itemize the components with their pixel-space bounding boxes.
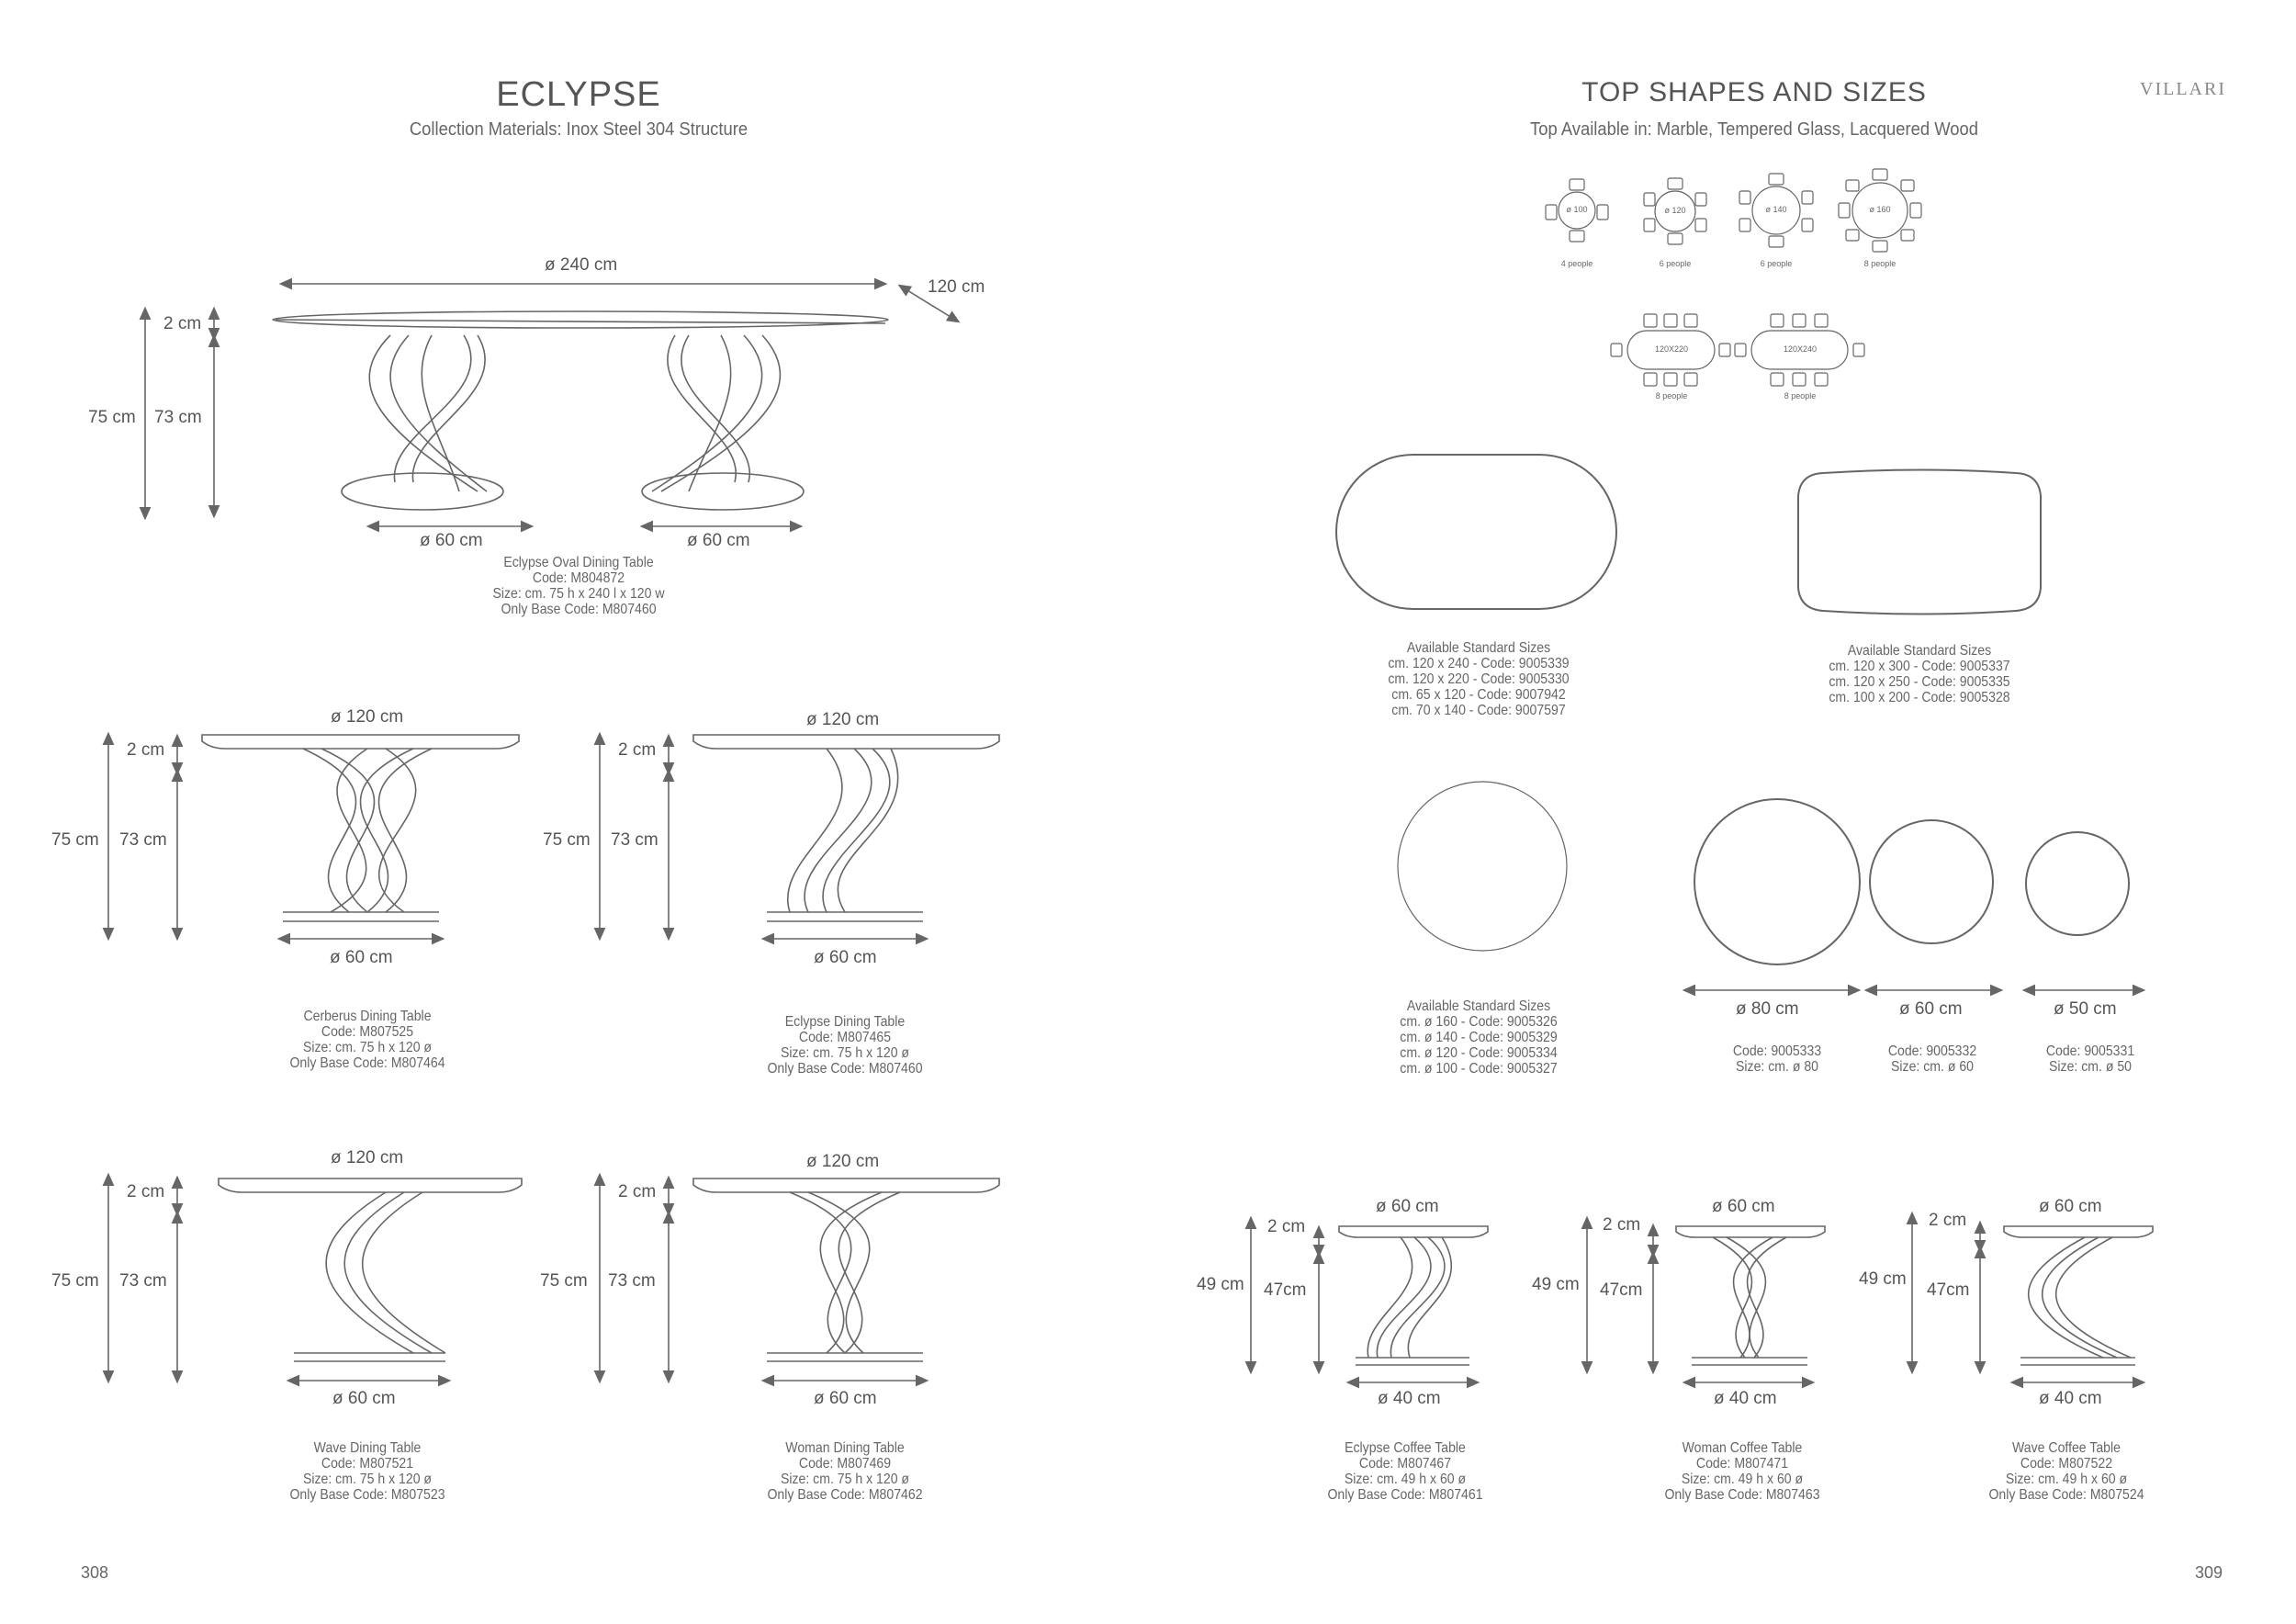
oval-table-drawing <box>272 310 889 511</box>
seat-people: 6 people <box>1760 259 1793 268</box>
dim-cerberus-75: 75 cm <box>51 830 99 850</box>
dim-wave-73: 73 cm <box>119 1271 167 1291</box>
seat-people: 8 people <box>1863 259 1896 268</box>
seat-label: ø 140 <box>1765 205 1787 214</box>
seat-people: 8 people <box>1784 391 1817 400</box>
dim-wave-coffee-40: ø 40 cm <box>2039 1389 2102 1408</box>
dim-width-120: 120 cm <box>928 277 985 297</box>
round-80-shape <box>1694 798 1861 965</box>
dim-eclypse-coffee-49: 49 cm <box>1197 1275 1244 1294</box>
dim-round-50: ø 50 cm <box>2054 999 2117 1019</box>
page-subtitle: Collection Materials: Inox Steel 304 Str… <box>409 119 748 140</box>
dim-cerberus-2: 2 cm <box>127 740 165 760</box>
dim-eclypse-120: ø 120 cm <box>806 710 880 729</box>
brand-logo: VILLARI <box>2140 79 2226 99</box>
seating-round-diagrams <box>1545 168 1922 253</box>
dim-round-60: ø 60 cm <box>1899 999 1963 1019</box>
round-50-shape <box>2025 831 2130 936</box>
dim-top-2: 2 cm <box>163 314 202 333</box>
page-title: ECLYPSE <box>496 75 661 114</box>
seat-label: ø 160 <box>1869 205 1891 214</box>
wave-table-drawing <box>218 1178 523 1362</box>
seat-label: 120X220 <box>1654 344 1689 354</box>
dim-cerberus-60: ø 60 cm <box>330 948 393 967</box>
dim-wave-120: ø 120 cm <box>331 1148 404 1167</box>
dim-wave-coffee-2: 2 cm <box>1929 1211 1967 1230</box>
seating-oval-diagrams <box>1610 313 1865 387</box>
dim-woman-60: ø 60 cm <box>814 1389 877 1408</box>
dim-round-80: ø 80 cm <box>1736 999 1799 1019</box>
dim-woman-73: 73 cm <box>608 1271 656 1291</box>
dim-eclypse-2: 2 cm <box>618 740 657 760</box>
seat-people: 4 people <box>1560 259 1593 268</box>
dim-cerberus-73: 73 cm <box>119 830 167 850</box>
round-60-shape <box>1869 819 1994 944</box>
dim-woman-coffee-40: ø 40 cm <box>1714 1389 1777 1408</box>
woman-table-drawing <box>692 1178 1000 1362</box>
dim-wave-coffee-60: ø 60 cm <box>2039 1197 2102 1216</box>
cerberus-table-drawing <box>201 734 520 922</box>
dim-woman-coffee-49: 49 cm <box>1532 1275 1580 1294</box>
dim-eclypse-73: 73 cm <box>611 830 658 850</box>
dim-base-60-right: ø 60 cm <box>687 531 750 550</box>
dim-height-73: 73 cm <box>154 408 202 427</box>
dim-eclypse-coffee-47: 47cm <box>1264 1280 1307 1300</box>
woman-coffee-drawing <box>1675 1225 1826 1366</box>
right-page-title: TOP SHAPES AND SIZES <box>1581 77 1927 107</box>
eclypse-coffee-drawing <box>1338 1225 1489 1366</box>
round-top-shape <box>1397 781 1568 952</box>
seat-label: 120X240 <box>1783 344 1818 354</box>
rect-top-shape <box>1797 468 2042 615</box>
dim-eclypse-coffee-60: ø 60 cm <box>1376 1197 1439 1216</box>
dim-woman-coffee-60: ø 60 cm <box>1712 1197 1775 1216</box>
dim-woman-coffee-2: 2 cm <box>1603 1215 1641 1235</box>
dim-woman-120: ø 120 cm <box>806 1152 880 1171</box>
right-page-subtitle: Top Available in: Marble, Tempered Glass… <box>1530 119 1978 140</box>
dim-diameter-240: ø 240 cm <box>545 255 618 275</box>
dim-eclypse-75: 75 cm <box>543 830 591 850</box>
dim-eclypse-60: ø 60 cm <box>814 948 877 967</box>
wave-coffee-drawing <box>2003 1225 2154 1366</box>
page-number-left: 308 <box>81 1563 109 1582</box>
dim-woman-2: 2 cm <box>618 1182 657 1201</box>
dim-eclypse-coffee-40: ø 40 cm <box>1378 1389 1441 1408</box>
dim-woman-coffee-47: 47cm <box>1600 1280 1643 1300</box>
dim-wave-60: ø 60 cm <box>332 1389 396 1408</box>
dim-wave-coffee-49: 49 cm <box>1859 1269 1907 1289</box>
oval-top-shape <box>1335 454 1617 610</box>
dim-height-75: 75 cm <box>88 408 136 427</box>
seat-label: ø 120 <box>1664 206 1686 215</box>
page-number-right: 309 <box>2195 1563 2223 1582</box>
dim-woman-75: 75 cm <box>540 1271 588 1291</box>
dim-base-60-left: ø 60 cm <box>420 531 483 550</box>
dim-wave-2: 2 cm <box>127 1182 165 1201</box>
seat-people: 8 people <box>1655 391 1688 400</box>
dim-wave-coffee-47: 47cm <box>1927 1280 1970 1300</box>
seat-label: ø 100 <box>1566 205 1588 214</box>
eclypse-table-drawing <box>692 734 1000 922</box>
seat-people: 6 people <box>1659 259 1692 268</box>
dim-cerberus-120: ø 120 cm <box>331 707 404 727</box>
dim-wave-75: 75 cm <box>51 1271 99 1291</box>
dim-eclypse-coffee-2: 2 cm <box>1267 1217 1306 1236</box>
